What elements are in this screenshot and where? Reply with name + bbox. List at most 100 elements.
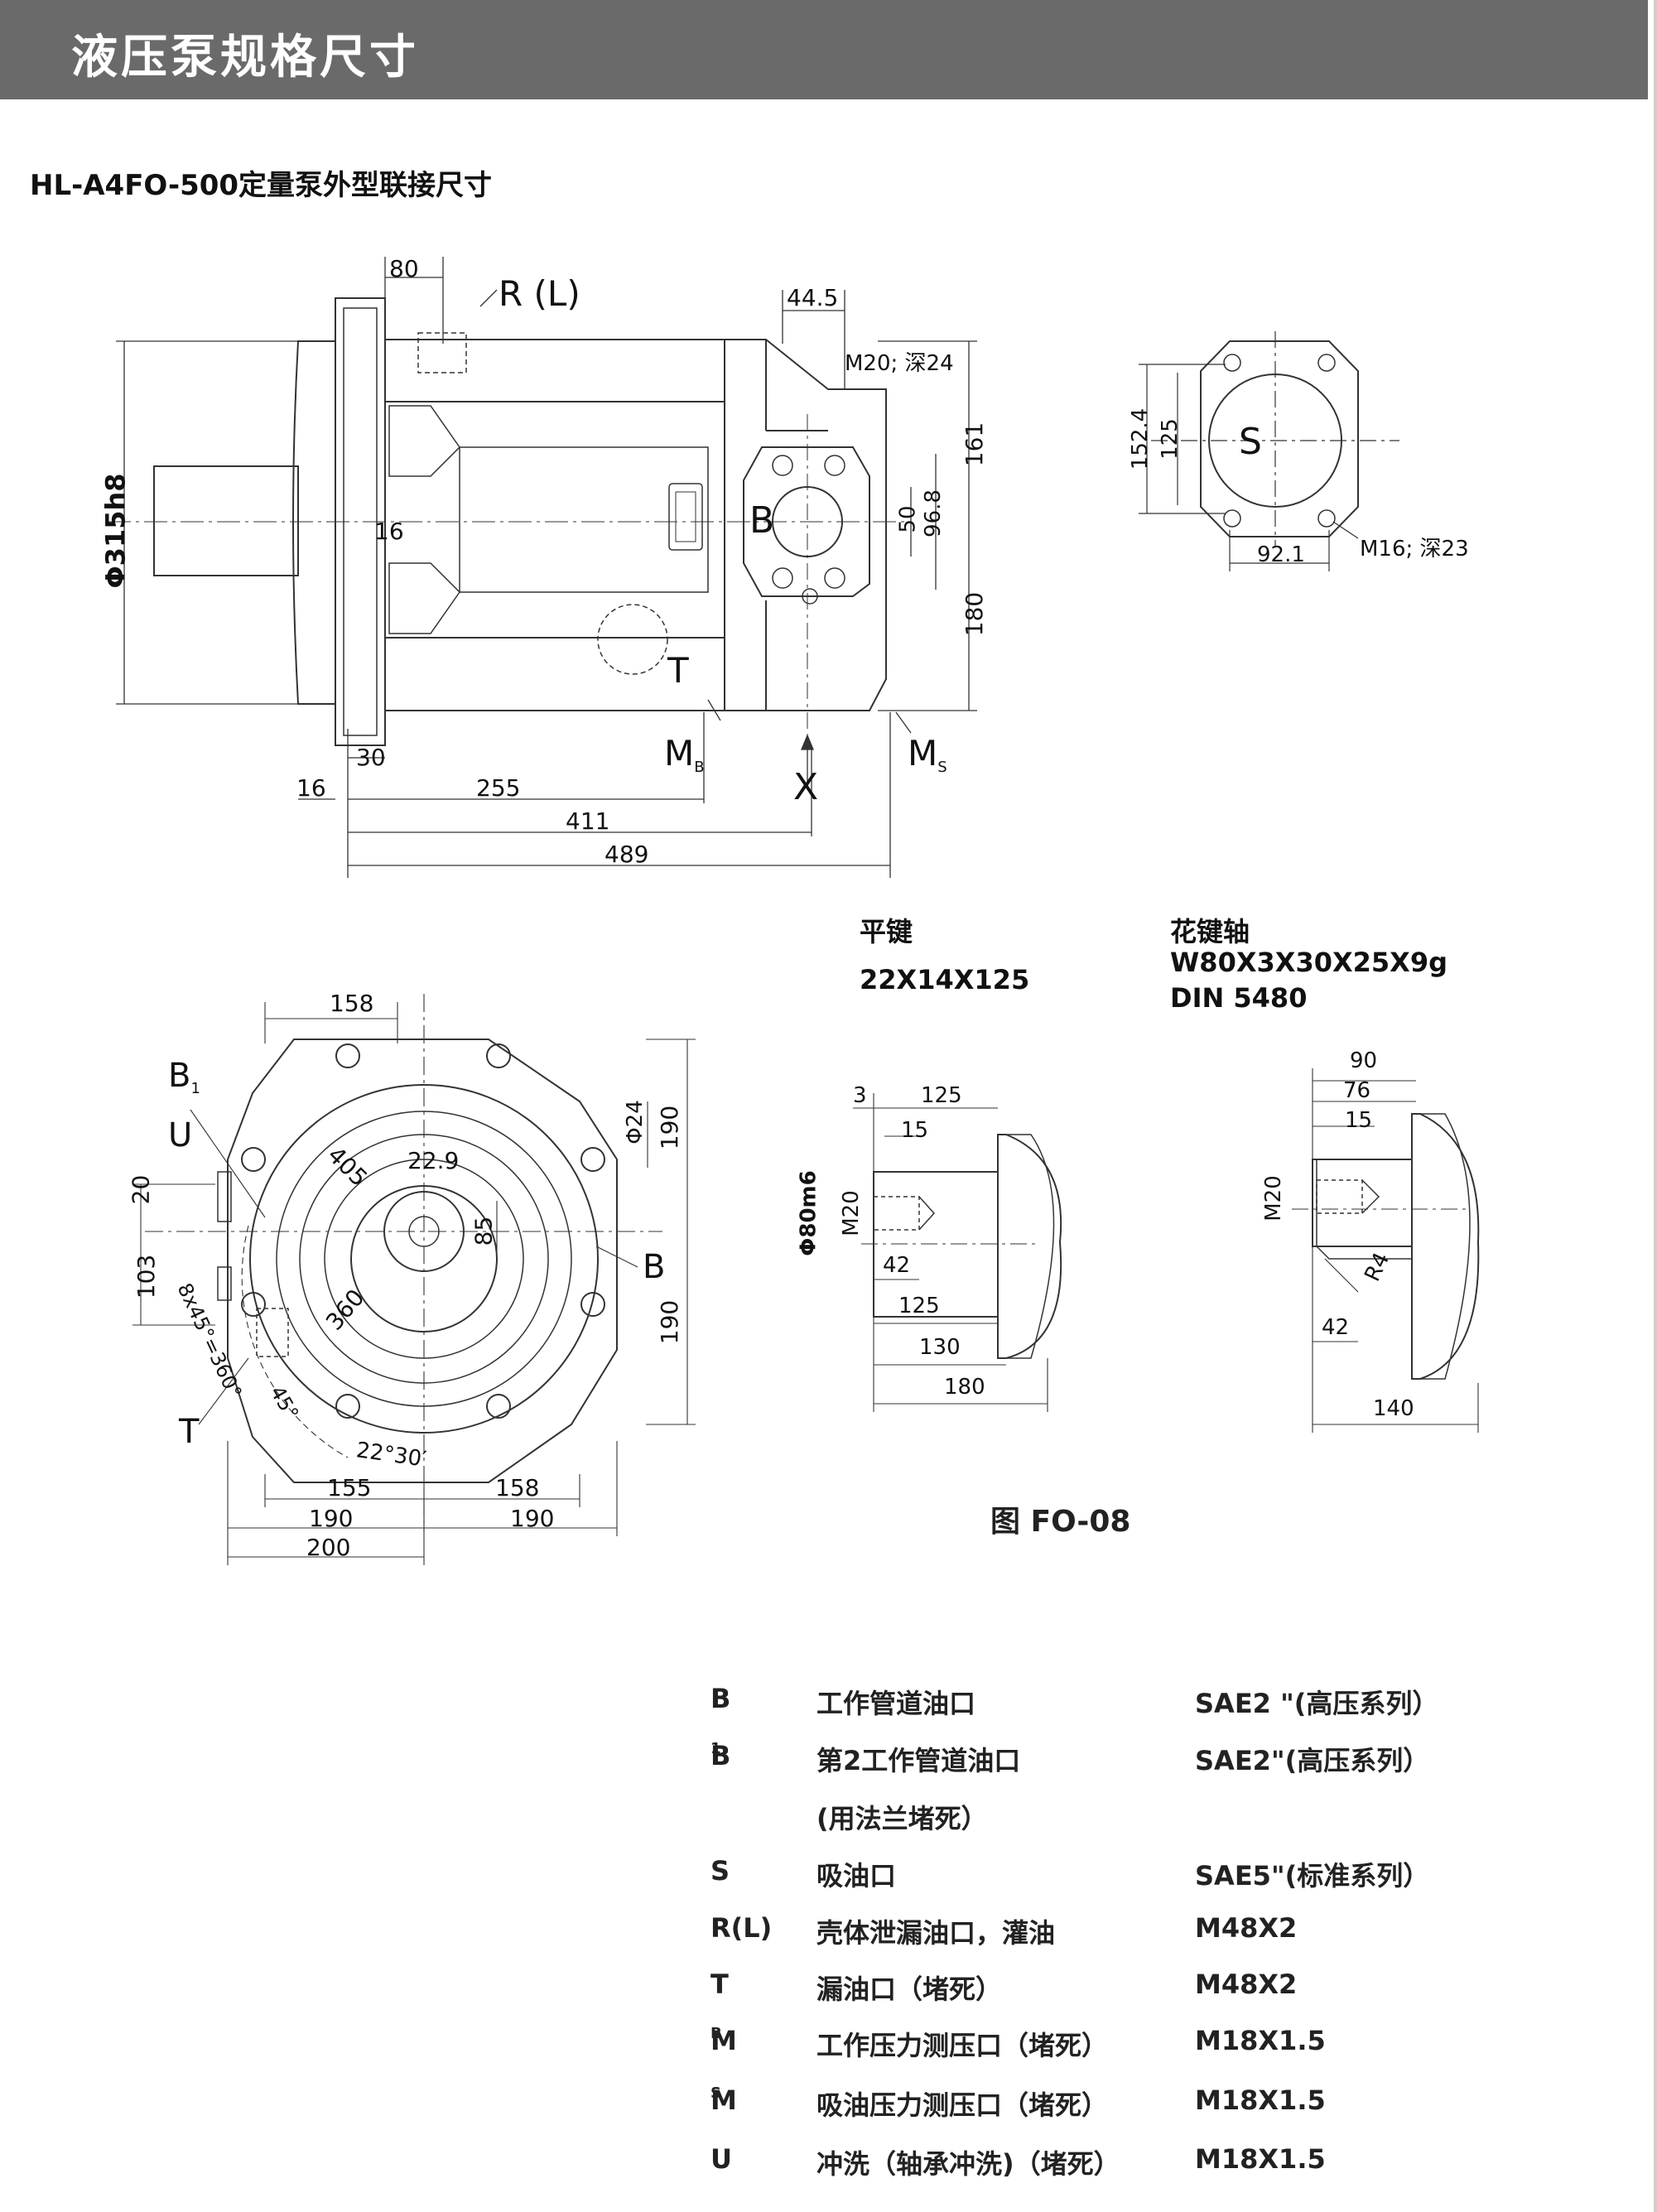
legend-spec: M18X1.5 <box>1195 2084 1326 2116</box>
dim-phi80: Φ80m6 <box>796 1170 821 1256</box>
dim-m16-23: M16; 深23 <box>1360 537 1469 561</box>
dim-30: 30 <box>356 744 386 771</box>
label-port-t-front: T <box>179 1413 200 1451</box>
dim-phi24: Φ24 <box>622 1100 648 1145</box>
side-front-cover <box>292 340 336 705</box>
side-shaft <box>153 465 299 576</box>
page-title: 液压泵规格尺寸 <box>71 31 419 84</box>
dim-92-1: 92.1 <box>1257 542 1305 567</box>
port-s-view <box>1139 331 1399 571</box>
legend-spec: SAE2 "(高压系列） <box>1195 1688 1439 1719</box>
legend-row: T 漏油口（堵死） M48X2 <box>710 1969 1539 2018</box>
label-b1-sub: 1 <box>190 1080 200 1097</box>
legend-spec: SAE2"(高压系列） <box>1195 1745 1430 1776</box>
dim-158-top: 158 <box>330 990 374 1017</box>
dim-489: 489 <box>605 841 649 868</box>
legend-desc: 漏油口（堵死） <box>816 1973 1003 2005</box>
dim-22-9: 22.9 <box>407 1147 460 1174</box>
dim-15-flat: 15 <box>901 1118 929 1143</box>
dim-125-b: 125 <box>898 1294 940 1318</box>
legend-spec: SAE5"(标准系列） <box>1195 1860 1430 1892</box>
spline-title: 花键轴 <box>1170 916 1250 947</box>
dim-190-a: 190 <box>656 1105 684 1150</box>
label-ms-main: M <box>908 733 938 773</box>
figure-caption: 图 FO-08 <box>990 1505 1131 1539</box>
dim-42-spline: 42 <box>1322 1315 1350 1340</box>
dim-155: 155 <box>327 1474 372 1501</box>
label-b1: B1 <box>168 1057 200 1097</box>
dim-411: 411 <box>566 807 610 835</box>
label-port-t-side: T <box>667 650 689 691</box>
legend-code-sub: B <box>710 2025 722 2042</box>
side-port-block <box>724 339 887 711</box>
legend-code-sub: 1 <box>710 1740 721 1757</box>
legend-desc: 壳体泄漏油口，灌油 <box>816 1917 1056 1949</box>
dim-phi315: Φ315h8 <box>99 473 132 589</box>
side-view <box>108 257 977 878</box>
label-b1-main: B <box>168 1057 191 1095</box>
dim-80: 80 <box>389 255 419 282</box>
legend-spec: M18X1.5 <box>1195 2143 1326 2175</box>
dim-200: 200 <box>306 1534 351 1561</box>
legend-code-sub: S <box>710 2084 721 2102</box>
front-flange-outline <box>227 1039 618 1483</box>
label-mb: MB <box>664 733 705 776</box>
dim-m20-flat: M20 <box>838 1190 864 1236</box>
dim-20: 20 <box>127 1174 155 1205</box>
dim-125-port: 125 <box>1157 418 1183 460</box>
spline-standard: DIN 5480 <box>1170 982 1308 1014</box>
dim-16b: 16 <box>296 774 326 802</box>
legend-code-main: R(L) <box>710 1912 773 1944</box>
side-port-t <box>597 604 668 675</box>
legend-spec: M18X1.5 <box>1195 2025 1326 2056</box>
drawing-subtitle: HL-A4FO-500定量泵外型联接尺寸 <box>30 169 493 202</box>
dim-158-bottom: 158 <box>495 1474 540 1501</box>
dim-152-4: 152.4 <box>1128 407 1154 470</box>
legend-code-main: M <box>710 2084 737 2116</box>
legend-code-main: M <box>710 2025 737 2056</box>
legend-desc: 工作管道油口 <box>816 1688 976 1719</box>
dim-190-c: 190 <box>309 1505 354 1532</box>
legend-desc: (用法兰堵死） <box>816 1803 988 1834</box>
side-nameplate <box>668 483 703 551</box>
label-mb-sub: B <box>694 759 705 776</box>
legend-spec: M48X2 <box>1195 1912 1298 1944</box>
dim-140: 140 <box>1373 1396 1414 1421</box>
legend-code-main: B <box>710 1683 731 1714</box>
dim-44-5: 44.5 <box>787 284 839 311</box>
dim-50: 50 <box>895 505 921 533</box>
label-port-b-side: B <box>749 499 775 542</box>
flat-key-shaft <box>853 1093 1062 1412</box>
legend-spec: M48X2 <box>1195 1969 1298 2000</box>
spline-spec: W80X3X30X25X9g <box>1170 947 1448 978</box>
label-port-b-front: B <box>643 1248 666 1286</box>
spline-shaft <box>1292 1068 1480 1433</box>
front-housing-circle <box>249 1084 599 1434</box>
dim-180-flat: 180 <box>944 1375 985 1400</box>
dim-m20-24: M20; 深24 <box>845 351 954 376</box>
dim-103: 103 <box>132 1254 161 1299</box>
legend-row: U 冲洗（轴承冲洗)（堵死） M18X1.5 <box>710 2143 1539 2193</box>
dim-90: 90 <box>1350 1048 1378 1073</box>
label-port-u: U <box>168 1116 193 1154</box>
dim-190-b: 190 <box>656 1299 684 1345</box>
label-rl: R (L) <box>499 273 580 314</box>
flat-key-title: 平键 <box>860 916 913 947</box>
side-port-b-flange <box>743 446 870 597</box>
legend-code-main: S <box>710 1855 730 1887</box>
legend-desc: 吸油口 <box>816 1860 897 1892</box>
dim-3: 3 <box>853 1083 867 1108</box>
dim-16a: 16 <box>374 518 404 545</box>
label-ms: MS <box>908 733 947 776</box>
label-x: X <box>793 766 819 808</box>
legend-row: B 工作管道油口 SAE2 "(高压系列） <box>710 1683 1539 1732</box>
dim-42-flat: 42 <box>883 1253 911 1278</box>
legend-desc: 工作压力测压口（堵死） <box>816 2030 1109 2061</box>
dim-15-spline: 15 <box>1345 1108 1373 1133</box>
legend-code-main: T <box>710 1969 729 2000</box>
legend-row: (用法兰堵死） <box>710 1798 1539 1848</box>
flat-key-spec: 22X14X125 <box>860 964 1030 995</box>
dim-130: 130 <box>919 1335 961 1360</box>
